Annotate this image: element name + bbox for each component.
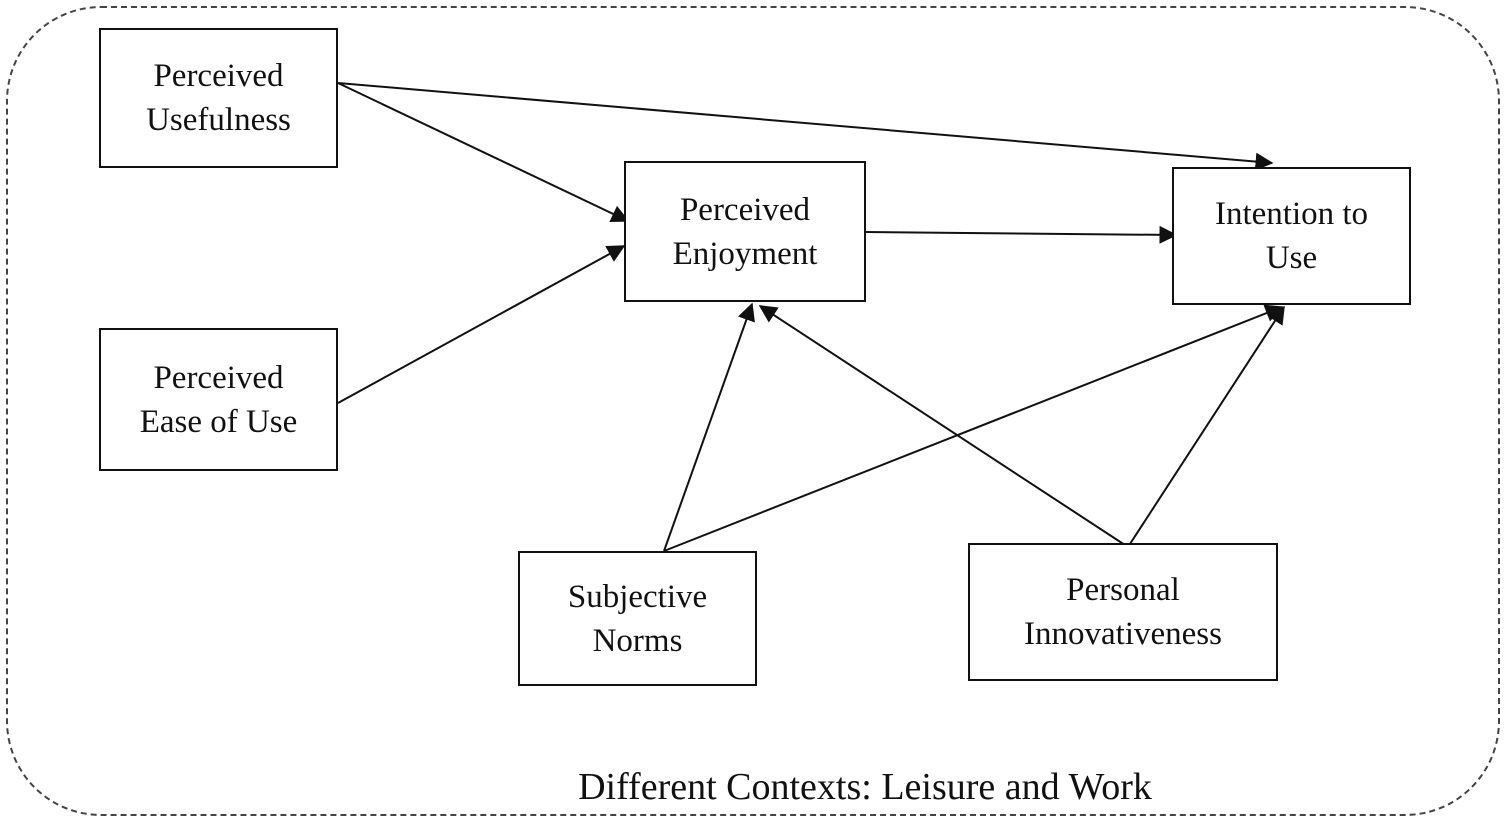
- node-perceived-usefulness: Perceived Usefulness: [99, 28, 338, 168]
- context-boundary: [6, 6, 1500, 816]
- node-intention-to-use: Intention to Use: [1172, 167, 1411, 305]
- node-label-line: Use: [1265, 240, 1318, 276]
- arrow-perceived-usefulness-to-perceived-enjoyment: [337, 82, 630, 223]
- node-label-line: Perceived: [153, 58, 284, 94]
- node-perceived-enjoyment: Perceived Enjoyment: [624, 161, 866, 302]
- node-label-line: Enjoyment: [672, 235, 818, 272]
- node-label-line: Subjective: [567, 578, 708, 615]
- node-label-line: Personal: [1066, 572, 1180, 608]
- context-caption: Different Contexts: Leisure and Work: [578, 766, 1152, 808]
- node-perceived-ease-of-use: Perceived Ease of Use: [99, 328, 338, 471]
- node-label-line: Innovativeness: [1024, 616, 1222, 652]
- node-label-line: Norms: [592, 622, 683, 659]
- node-label-line: Ease of Use: [139, 403, 298, 440]
- arrow-perceived-ease-of-use-to-perceived-enjoyment: [337, 245, 626, 404]
- arrow-subjective-norms-to-perceived-enjoyment: [663, 302, 755, 552]
- node-personal-innovativeness: Personal Innovativeness: [968, 543, 1278, 681]
- node-subjective-norms: Subjective Norms: [518, 551, 757, 686]
- node-label-line: Intention to: [1214, 196, 1369, 232]
- arrow-personal-innovativeness-to-perceived-enjoyment: [758, 305, 1129, 548]
- arrow-perceived-enjoyment-to-intention-to-use: [865, 225, 1178, 244]
- node-label-line: Perceived: [153, 359, 284, 396]
- arrow-perceived-usefulness-to-intention-to-use: [337, 82, 1274, 171]
- arrow-personal-innovativeness-to-intention-to-use: [1127, 305, 1285, 548]
- node-label-line: Usefulness: [146, 102, 291, 138]
- arrow-subjective-norms-to-intention-to-use: [663, 304, 1284, 552]
- node-label-line: Perceived: [679, 191, 811, 228]
